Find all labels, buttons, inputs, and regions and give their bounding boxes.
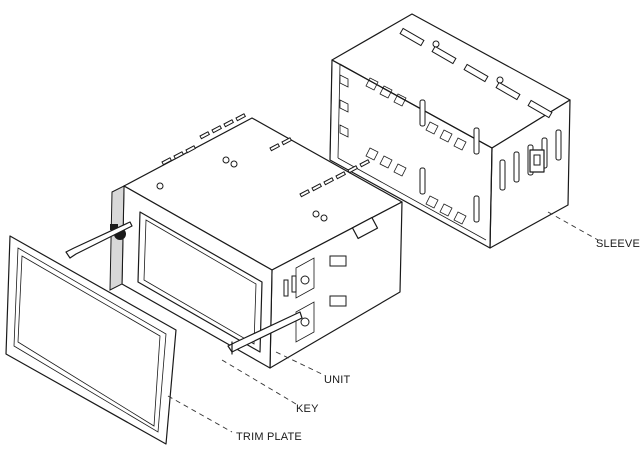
unit-leader-line [275, 351, 327, 377]
sleeve-leader-line [547, 211, 599, 241]
trim-plate-leader-line [167, 395, 233, 433]
sleeve-label: SLEEVE [596, 238, 640, 250]
unit-chassis [109, 113, 403, 369]
trim-plate-label: TRIM PLATE [236, 431, 302, 443]
unit-top-vents [161, 113, 371, 198]
removal-key [65, 221, 303, 355]
sleeve-cage [329, 13, 571, 249]
unit-label: UNIT [324, 374, 351, 386]
trim-plate [5, 235, 177, 445]
key-leader-line [221, 359, 297, 405]
key-label: KEY [296, 403, 319, 415]
